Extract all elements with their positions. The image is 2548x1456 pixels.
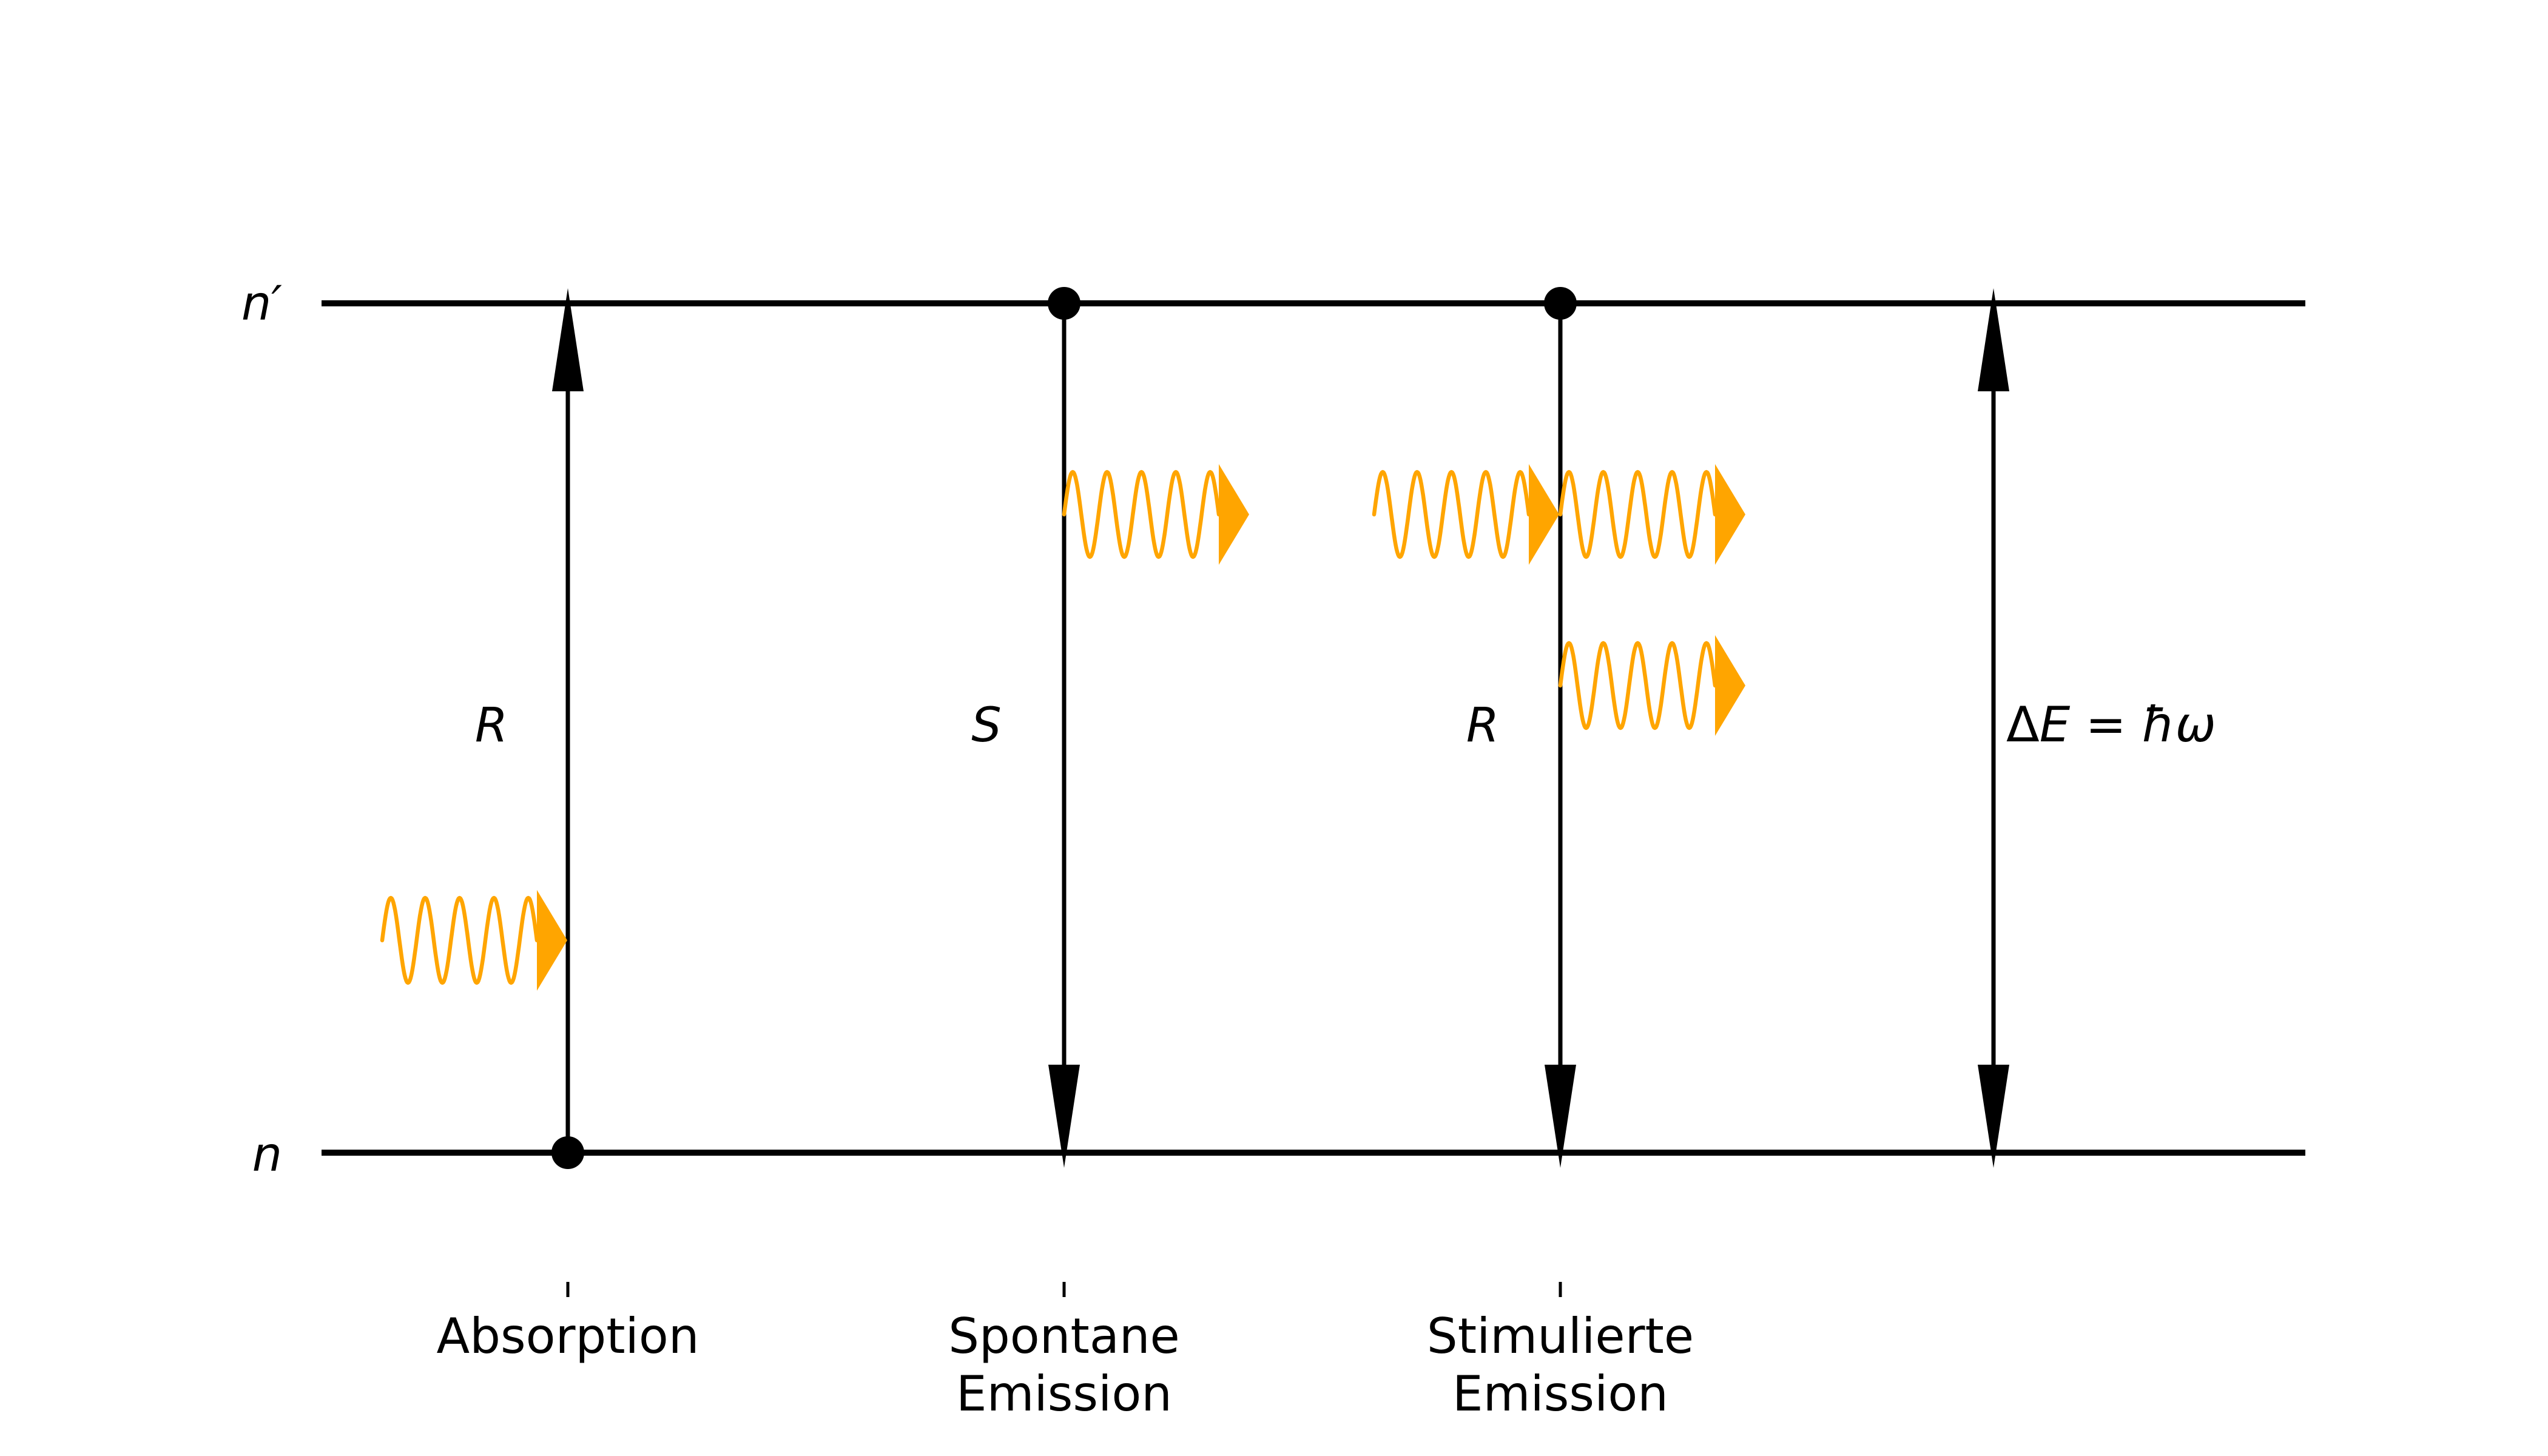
stimulated-incoming-photon-icon (1372, 464, 1559, 565)
spontaneous-emission-arrow (1048, 303, 1080, 1168)
stimulated-emission-arrow (1545, 303, 1576, 1168)
stimulated-rate-label: R (1466, 698, 1499, 753)
energy-formula: ΔE = ħω (2006, 696, 2216, 753)
spontaneous-rate-label: S (971, 698, 1002, 753)
energy-gap-arrow (1978, 288, 2009, 1168)
absorption-arrow (552, 288, 584, 1153)
stimulated-label-line1: Stimulierte (1427, 1308, 1694, 1364)
absorption-rate-label: R (475, 698, 508, 753)
absorption-photon-icon (380, 890, 567, 991)
stimulated-label-line2: Emission (1452, 1366, 1668, 1422)
stimulated-state-dot (1544, 287, 1577, 320)
upper-level-label: n′ (241, 277, 282, 331)
stimulated-emitted-photon-icon (1558, 464, 1745, 565)
spontaneous-label-line2: Emission (956, 1366, 1172, 1422)
lower-level-label: n (252, 1128, 282, 1182)
absorption-label: Absorption (436, 1308, 699, 1364)
stimulated-second-photon-icon (1558, 635, 1745, 736)
spontaneous-state-dot (1048, 287, 1080, 320)
spontaneous-label-line1: Spontane (948, 1308, 1180, 1364)
photons-layer (380, 464, 1745, 991)
spontaneous-photon-icon (1062, 464, 1249, 565)
absorption-state-dot (551, 1136, 584, 1169)
